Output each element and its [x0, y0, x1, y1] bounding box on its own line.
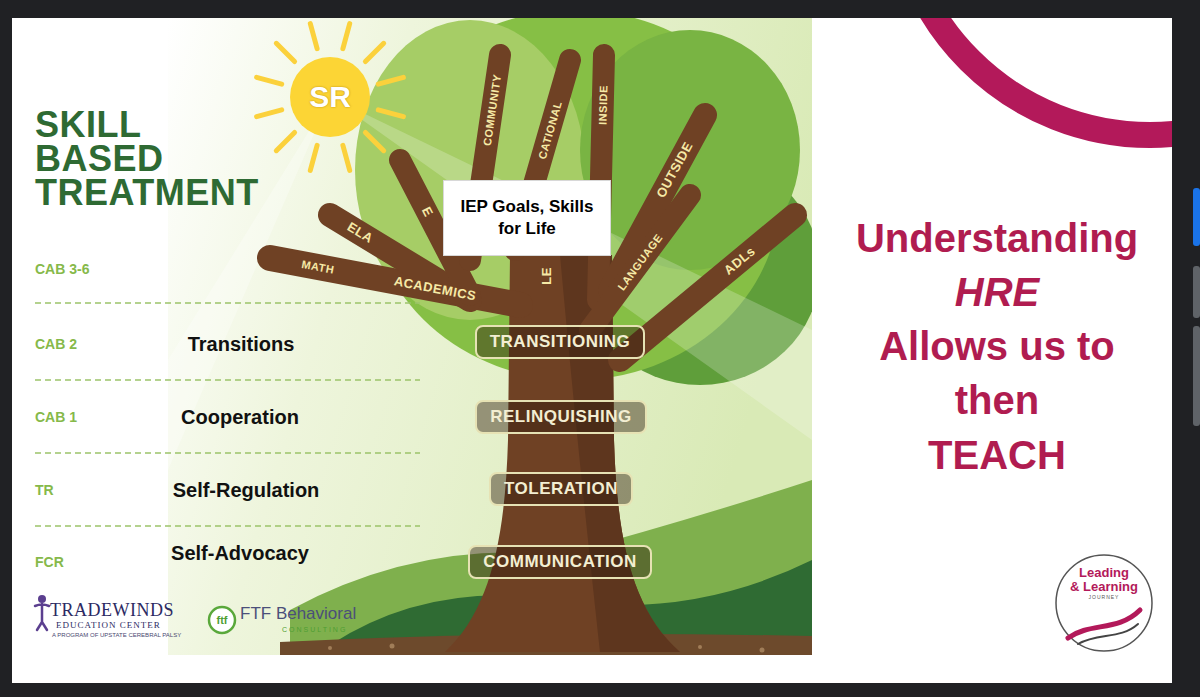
- branch-label: E: [419, 205, 436, 220]
- slide-background: [12, 18, 1172, 683]
- slide-title: SKILL BASED TREATMENT: [35, 108, 259, 210]
- branch: [620, 215, 795, 360]
- sun-disc: [290, 57, 370, 137]
- row-label: Transitions: [188, 333, 295, 355]
- light-beam: [168, 97, 330, 470]
- row-label: Self-Advocacy: [171, 542, 309, 564]
- pebble: [390, 644, 395, 649]
- logo-text: Leading: [1079, 566, 1129, 580]
- node-text: COMMUNICATION: [483, 552, 637, 572]
- ui-tab: [1193, 266, 1200, 318]
- sun-circle: SR: [290, 57, 370, 137]
- logo-text: JOURNEY: [1089, 595, 1120, 601]
- trunk-band: TOLERATION: [489, 472, 633, 506]
- branch-label: ELA: [345, 220, 376, 247]
- pebble: [698, 645, 702, 649]
- row-divider: [35, 379, 420, 381]
- branch-label: CATIONAL: [536, 99, 564, 160]
- row-code: CAB 3-6: [35, 262, 89, 277]
- row-label: Self-Regulation: [173, 479, 320, 501]
- ui-tab: [1193, 188, 1200, 246]
- logo-road: [1078, 624, 1138, 644]
- tree-illustration: [168, 18, 812, 655]
- tree-branches: [270, 55, 795, 360]
- row-divider: [35, 302, 420, 304]
- trunk-band: COMMUNICATION: [468, 545, 652, 579]
- logo-ring: [1056, 555, 1152, 651]
- row-divider: [35, 452, 420, 454]
- row-divider: [35, 525, 420, 527]
- slogan-line: Allows us to: [879, 324, 1115, 368]
- node-text: RELINQUISHING: [490, 407, 632, 427]
- slogan-line: then: [955, 378, 1039, 422]
- slogan-line: TEACH: [928, 433, 1066, 477]
- node-text: SR: [309, 80, 351, 114]
- row-code: CAB 2: [35, 337, 77, 352]
- branch-label: LANGUAGE: [615, 231, 665, 292]
- logo-figure: [35, 604, 49, 630]
- row-dividers: [35, 303, 420, 526]
- sun-rays: [257, 24, 404, 171]
- logo-text: FTF Behavioral: [240, 605, 356, 624]
- corner-arc: [895, 18, 1172, 135]
- tree-trunk: [445, 255, 680, 652]
- journey-logo: [1056, 555, 1152, 651]
- pebble: [760, 648, 765, 653]
- logo-text: ftf: [217, 614, 228, 626]
- node-text: TRANSITIONING: [490, 332, 631, 352]
- tradewinds-logo-mark: [35, 595, 49, 630]
- node-text: TOLERATION: [504, 479, 618, 499]
- node-text: IEP Goals, Skills for Life: [460, 196, 595, 240]
- ui-tab: [1193, 326, 1200, 426]
- row-code: CAB 1: [35, 410, 77, 425]
- row-code: FCR: [35, 555, 64, 570]
- branch-label: INSIDE: [596, 85, 609, 125]
- slogan-line: Understanding: [856, 216, 1138, 260]
- logo-text: CONSULTING: [282, 626, 347, 634]
- branch-label: LE: [540, 267, 554, 285]
- branch-label: COMMUNITY: [481, 73, 503, 146]
- logo-text: EDUCATION CENTER: [56, 621, 161, 631]
- trunk-band: TRANSITIONING: [475, 325, 646, 359]
- row-label: Cooperation: [181, 406, 299, 428]
- goal-box: IEP Goals, Skills for Life: [443, 180, 611, 256]
- pebble: [328, 646, 332, 650]
- logo-road: [1068, 610, 1140, 638]
- branch-label: MATH: [301, 258, 336, 276]
- row-code: TR: [35, 483, 54, 498]
- corner-arc: [895, 18, 1172, 135]
- trunk-band: RELINQUISHING: [475, 400, 647, 434]
- logo-figure: [38, 595, 46, 603]
- logo-text: & Learning: [1070, 580, 1138, 594]
- branch-label: ACADEMICS: [393, 274, 477, 303]
- illustration-ground: [168, 18, 812, 655]
- ftf-logo-ring: [209, 607, 235, 633]
- logo-text: TRADEWINDS: [50, 601, 174, 621]
- branch-label: OUTSIDE: [654, 140, 696, 201]
- slogan-line: HRE: [955, 270, 1039, 314]
- logo-text: A PROGRAM OF UPSTATE CEREBRAL PALSY: [52, 632, 181, 639]
- branch-label: ADLs: [722, 244, 759, 278]
